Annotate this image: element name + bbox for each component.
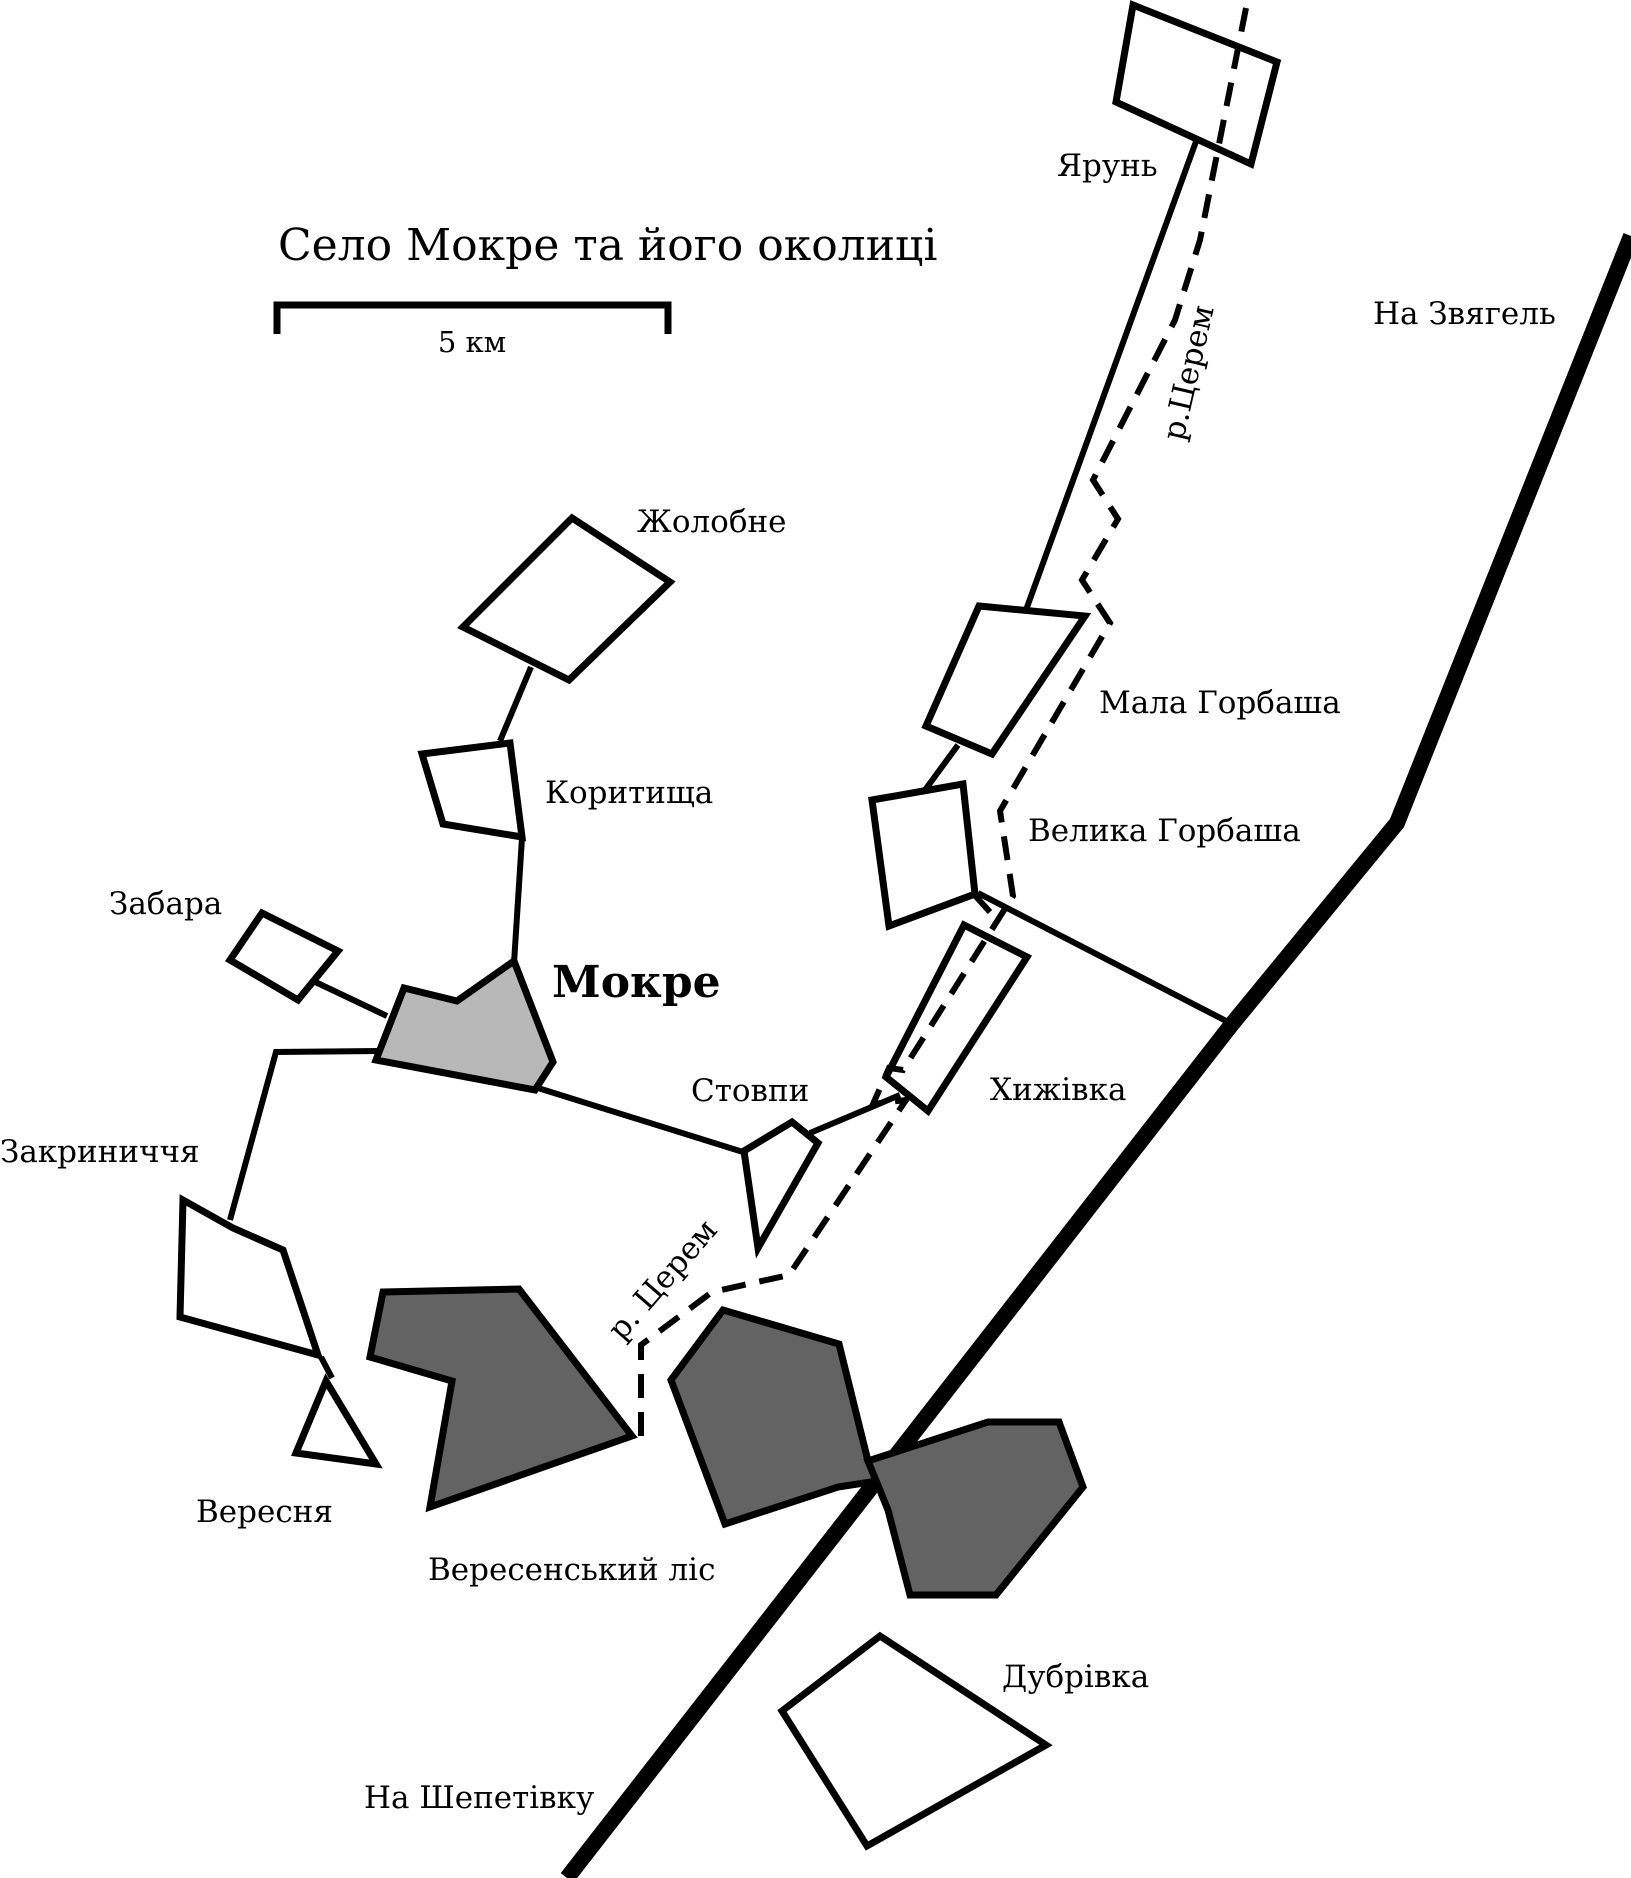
road-velyka-horbasha-highway: [976, 890, 1234, 1027]
highway: [560, 233, 1631, 1878]
forest: [365, 1285, 1087, 1599]
road-stovpy-khyzhivka: [808, 1092, 902, 1136]
map-title: Село Мокре та його околиці: [278, 220, 937, 271]
label-stovpy: Стовпи: [691, 1073, 809, 1109]
label-zabara: Забара: [109, 886, 222, 922]
label-yarun: Ярунь: [1057, 148, 1158, 184]
label-khyzhivka: Хижівка: [990, 1072, 1126, 1108]
label-river-north: р.Церем: [1156, 302, 1222, 444]
road-mokre-stovpy: [537, 1085, 744, 1155]
label-dubrivka: Дубрівка: [1002, 1659, 1149, 1695]
label-zholobne: Жолобне: [637, 504, 787, 540]
forest-middle: [667, 1305, 891, 1529]
road-mokre-zakrynychchia: [227, 1048, 381, 1221]
mala-horbasha-shape: [921, 602, 1092, 759]
khyzhivka-shape: [881, 920, 1033, 1117]
label-velyka-horbasha: Велика Горбаша: [1028, 813, 1301, 849]
river-tserem: [638, 7, 1249, 1450]
yarun-shape: [1112, 0, 1282, 169]
label-mokre: Мокре: [552, 957, 721, 1008]
velyka-horbasha-shape: [868, 779, 979, 931]
veresnia-shape: [291, 1373, 383, 1469]
stovpy-shape: [740, 1117, 823, 1259]
zholobne-shape: [457, 513, 676, 685]
road-zakrynychchia-veresnia: [318, 1355, 335, 1380]
mokre-shape: [371, 955, 557, 1094]
label-direction-zviahel: На Звягель: [1373, 296, 1556, 332]
road-zholobne-korytyshcha: [497, 665, 534, 743]
zabara-shape: [225, 908, 344, 1005]
labels: Ярунь На Звягель Жолобне Коритища Забара…: [0, 148, 1556, 1816]
dubrivka-shape: [777, 1631, 1053, 1851]
label-direction-shepetivka: На Шепетівку: [364, 1780, 594, 1816]
road-mala-horbasha-velyka-horbasha: [922, 743, 961, 792]
forest-east: [863, 1418, 1087, 1599]
scale-line: [273, 301, 672, 334]
label-veresnia: Вересня: [196, 1494, 333, 1530]
label-korytyshcha: Коритища: [545, 775, 713, 811]
label-forest: Вересенський ліс: [428, 1552, 715, 1588]
roads: [227, 134, 1234, 1380]
korytyshcha-shape: [417, 739, 527, 842]
zakrynychchia-shape: [176, 1194, 324, 1361]
label-mala-horbasha: Мала Горбаша: [1099, 685, 1341, 721]
scale-bar: 5 км: [273, 301, 672, 359]
road-korytyshcha-mokre: [511, 837, 525, 964]
forest-west: [365, 1285, 638, 1513]
scale-label: 5 км: [438, 325, 506, 359]
label-zakrynychchia: Закриниччя: [0, 1134, 200, 1170]
settlements: [176, 0, 1282, 1851]
road-zabara-mokre: [307, 976, 389, 1019]
road-yarun-mala-horbasha: [1023, 134, 1201, 612]
